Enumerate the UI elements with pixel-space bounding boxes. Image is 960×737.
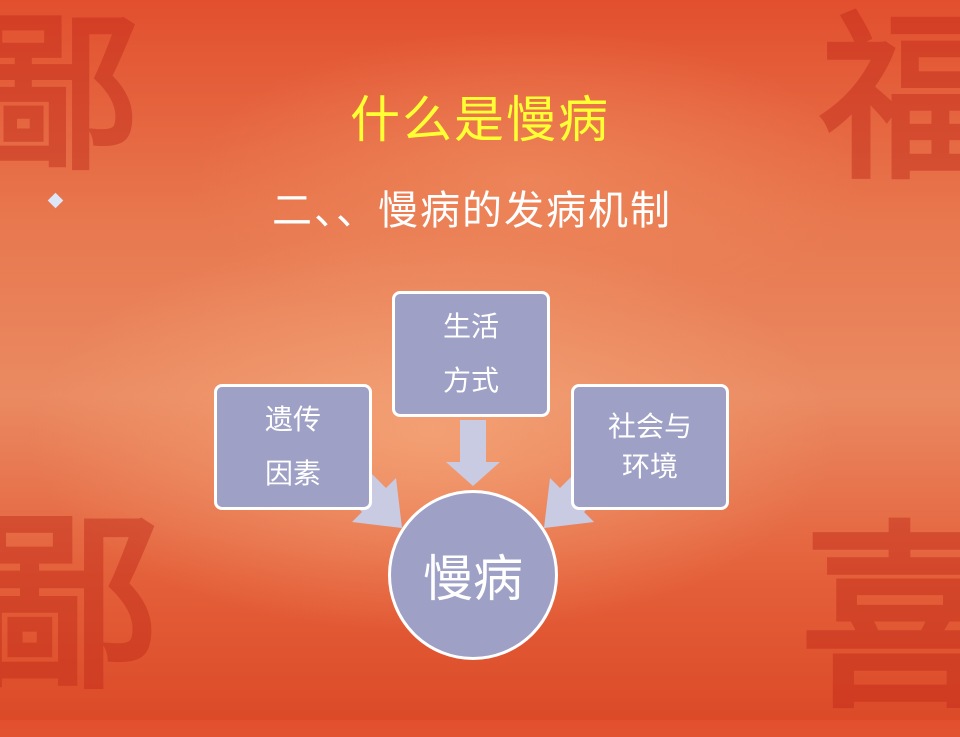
node-lifestyle: 生活 方式 — [392, 291, 550, 417]
node-center-label: 慢病 — [423, 550, 523, 608]
decorative-seal-bottom-right: 喜 — [799, 502, 960, 737]
arrow-top-down — [446, 420, 500, 486]
node-society-environment: 社会与 环境 — [571, 384, 729, 510]
node-lifestyle-line1: 生活 — [442, 310, 499, 343]
node-chronic-disease: 慢病 — [388, 490, 558, 660]
decorative-seal-bottom-left: 鄙 — [0, 493, 161, 716]
node-genetics-line2: 因素 — [264, 457, 321, 490]
node-society-line1: 社会与 — [607, 410, 692, 443]
node-lifestyle-line2: 方式 — [442, 364, 499, 397]
bullet-diamond-icon — [47, 192, 64, 209]
decorative-seal-top-right: 福 — [819, 0, 960, 205]
decorative-seal-top-left: 鄙 — [0, 0, 141, 195]
slide-title: 什么是慢病 — [350, 91, 610, 149]
node-society-line2: 环境 — [621, 450, 678, 483]
node-genetics: 遗传 因素 — [214, 384, 372, 510]
node-genetics-line1: 遗传 — [264, 403, 321, 436]
slide-subtitle: 二、、慢病的发病机制 — [272, 188, 672, 234]
